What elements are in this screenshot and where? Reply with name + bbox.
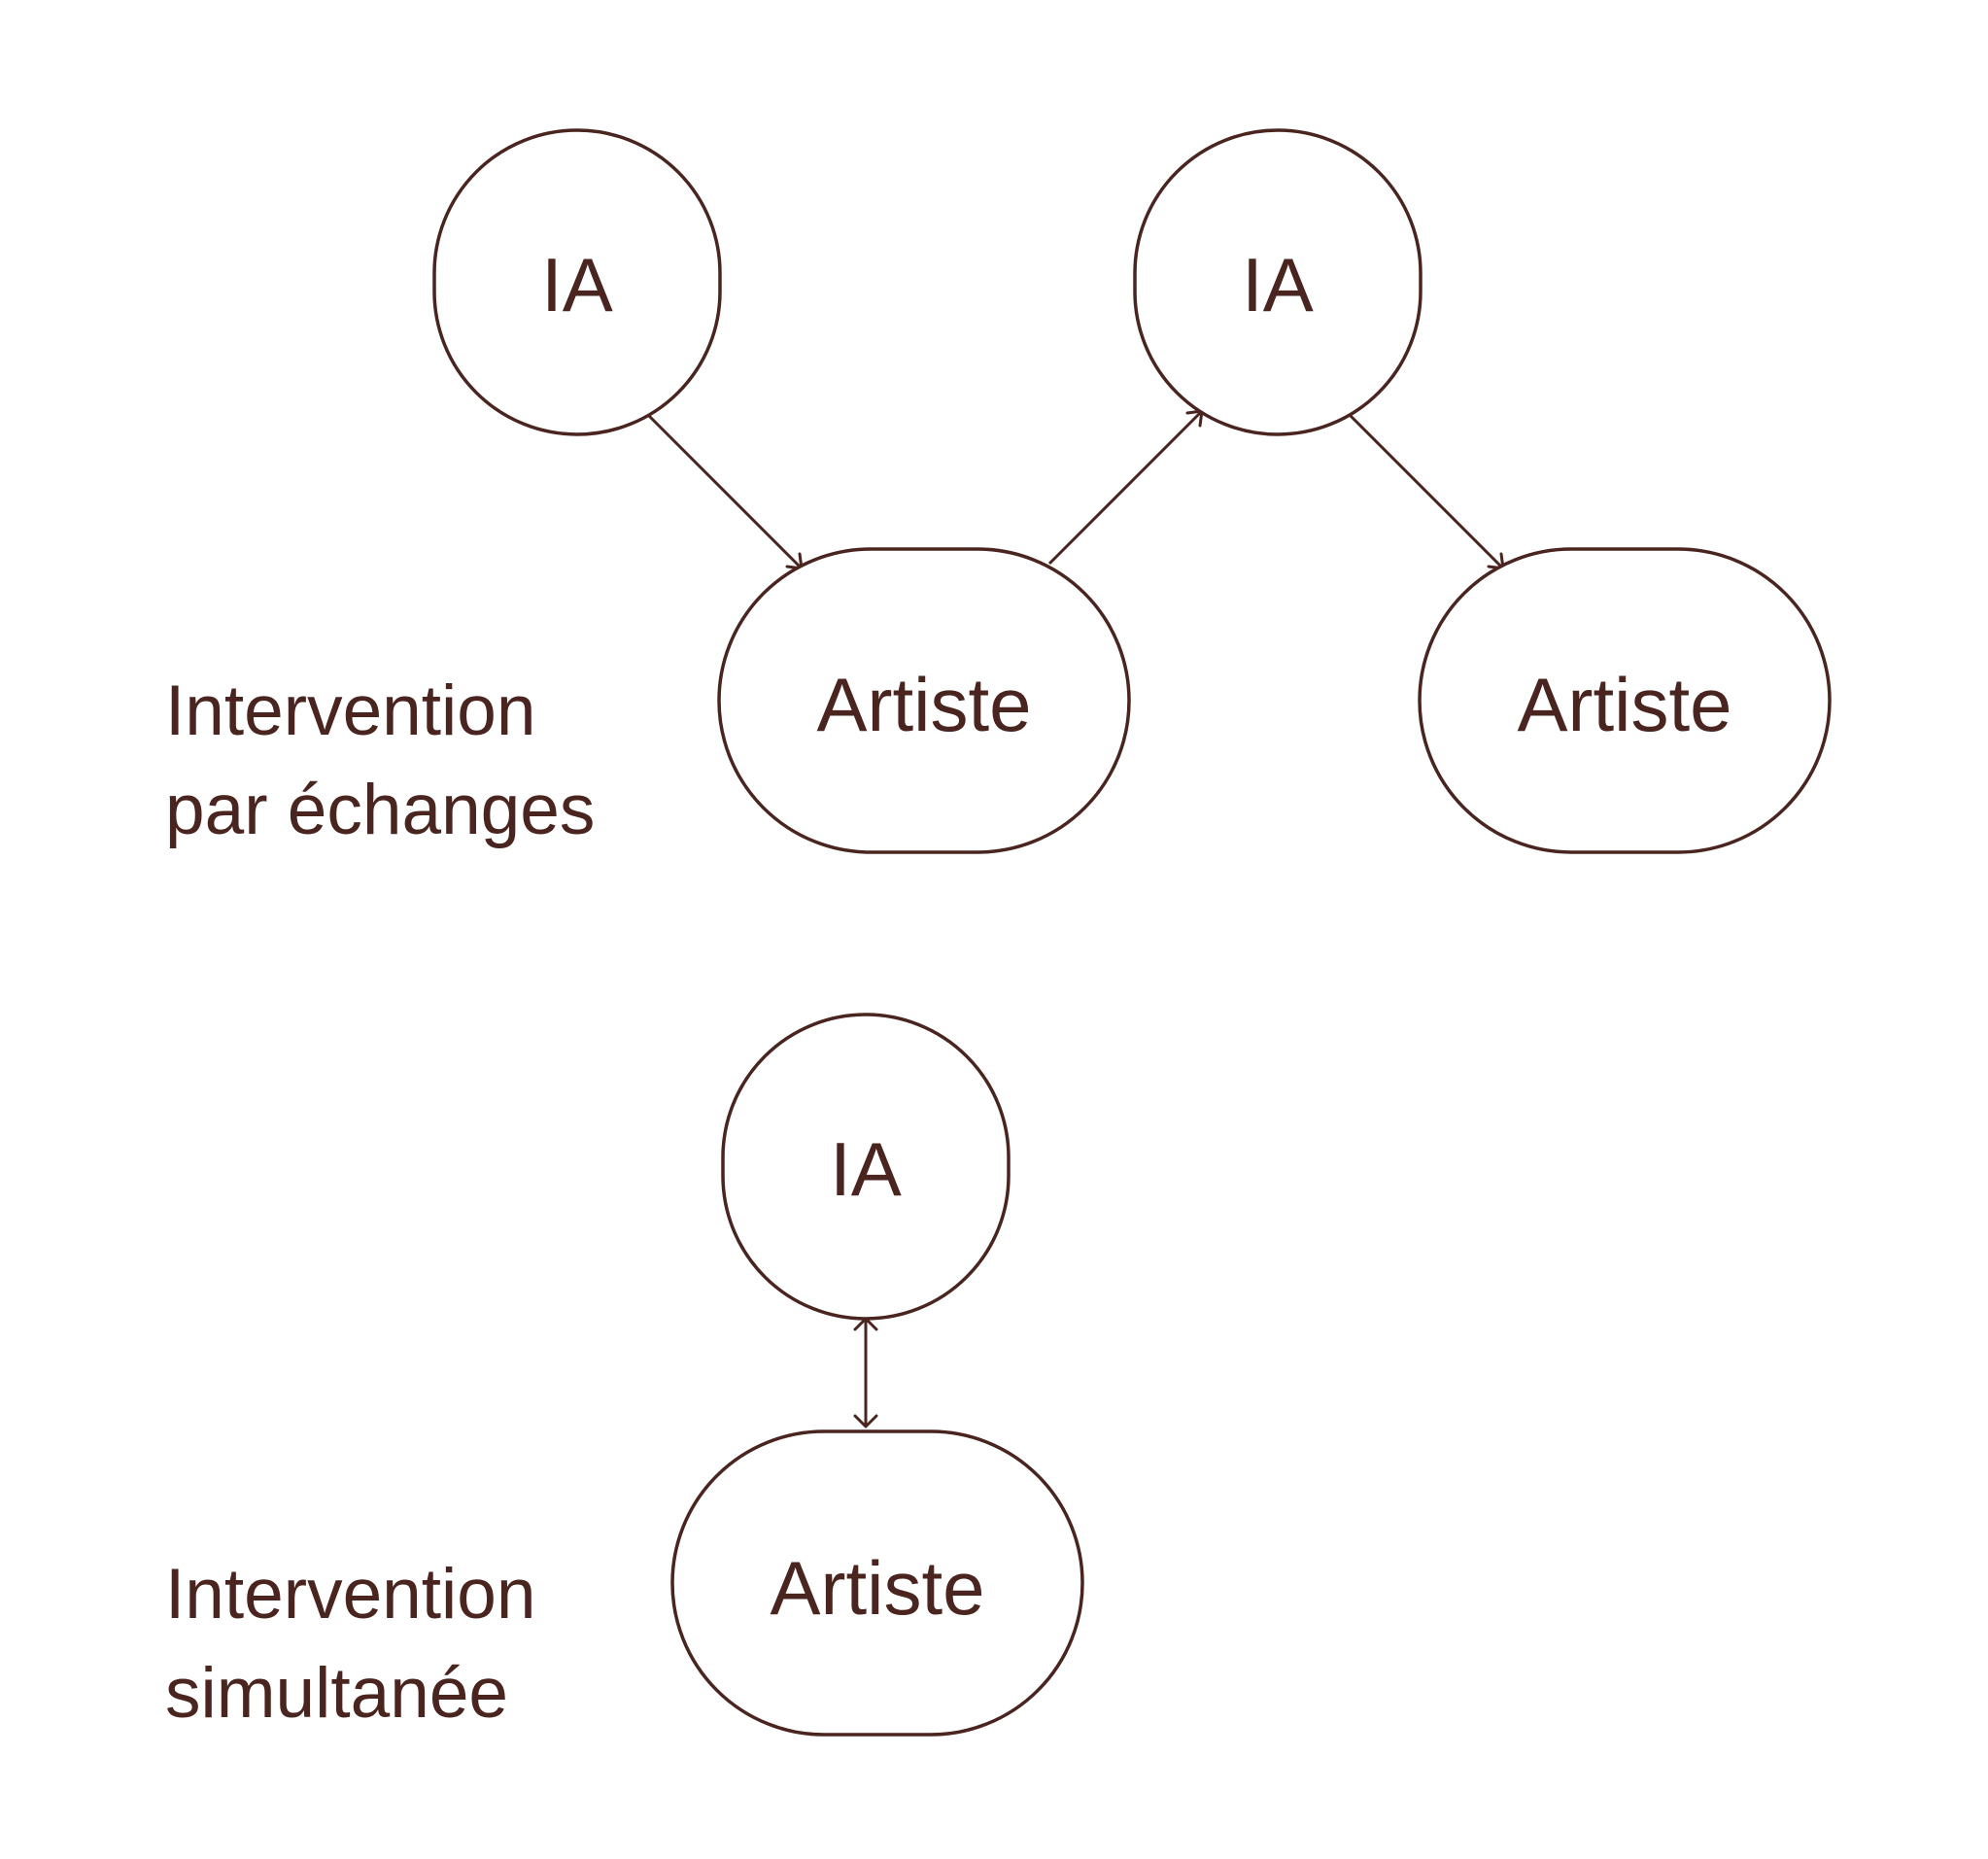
artiste-node-1: Artiste	[717, 547, 1131, 854]
section-simultaneous-label-line1: Intervention	[165, 1555, 535, 1634]
ia-node-1-label: IA	[541, 242, 613, 327]
artiste-node-2: Artiste	[1418, 547, 1832, 854]
edge-artiste1-to-ia2	[1047, 409, 1204, 566]
artiste-node-1-label: Artiste	[816, 662, 1031, 747]
section-simultaneous: IA Artiste Intervention simultanée	[165, 1013, 1084, 1737]
ia-node-2: IA	[1133, 128, 1422, 436]
edge-ia2-to-artiste2	[1349, 414, 1505, 570]
artiste-node-2-label: Artiste	[1517, 662, 1731, 747]
artiste-node-3: Artiste	[670, 1429, 1084, 1737]
artiste-node-3-label: Artiste	[770, 1545, 984, 1631]
section-exchange-label-line2: par échanges	[165, 771, 595, 849]
section-exchange-label-line1: Intervention	[165, 671, 535, 750]
ia-node-3-label: IA	[830, 1126, 902, 1212]
edge-ia-artiste-bidirectional	[853, 1317, 878, 1429]
section-simultaneous-label-line2: simultanée	[165, 1654, 508, 1733]
ia-node-1: IA	[432, 128, 722, 436]
ia-node-3: IA	[721, 1013, 1011, 1321]
section-exchange: IA Artiste IA Artiste Intervention par é…	[165, 128, 1832, 854]
edge-ia1-to-artiste1	[647, 414, 804, 570]
ia-node-2-label: IA	[1242, 242, 1314, 327]
